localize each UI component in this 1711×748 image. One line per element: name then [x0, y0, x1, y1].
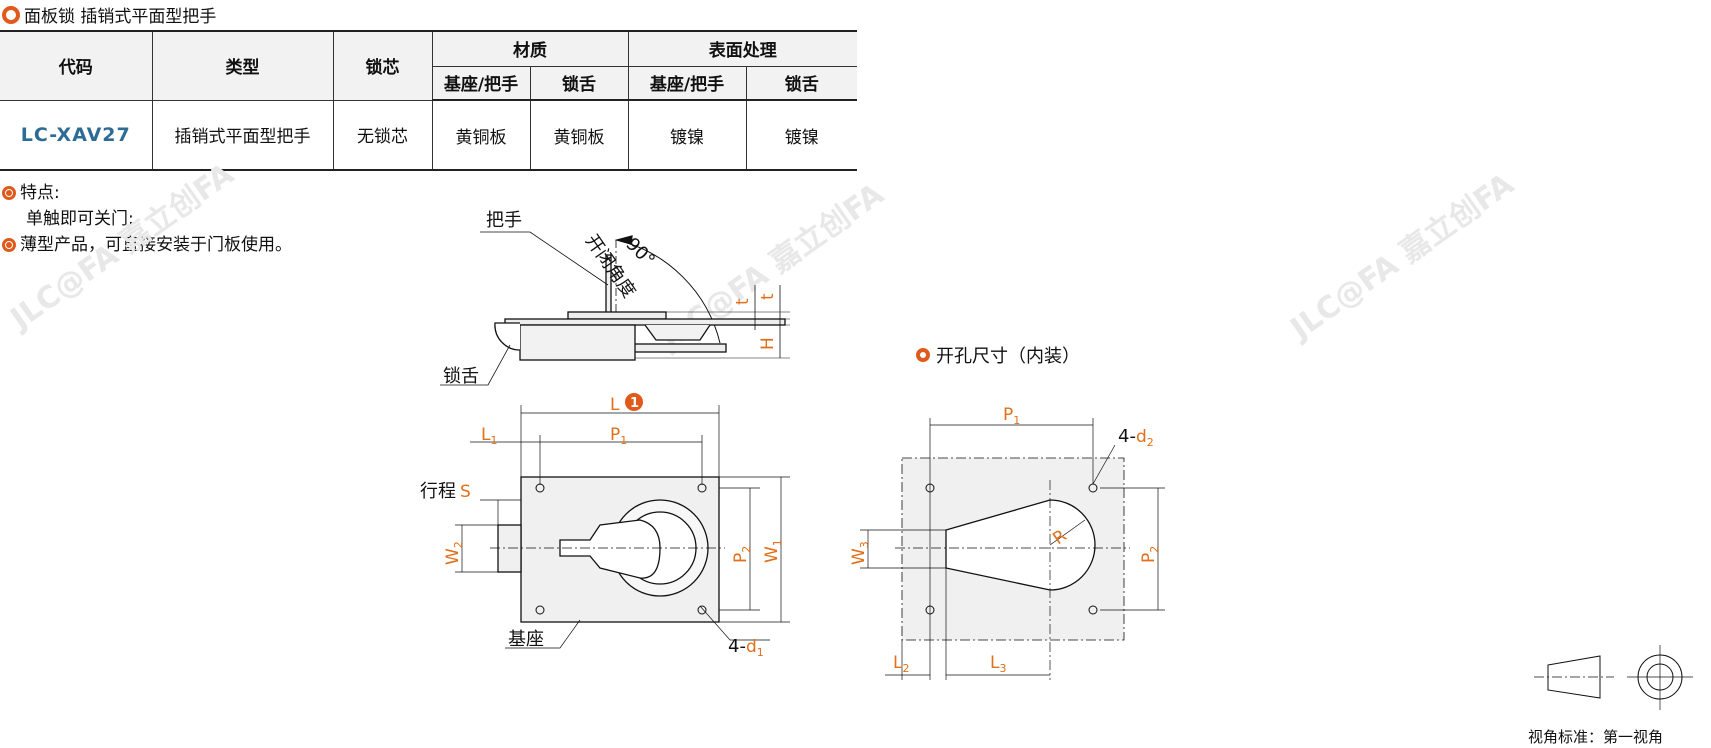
cut-P2-label: P2	[1139, 546, 1161, 563]
features: 特点: 单触即可关门; 薄型产品，可直接安装于门板使用。	[2, 180, 292, 258]
cutout-view: 开孔尺寸（内装） P1 4-d2 R W3 P2 L2 L3	[849, 346, 1165, 680]
L-label: L	[610, 395, 620, 415]
ring-bullet-icon	[916, 348, 930, 362]
S-label: S	[460, 482, 471, 502]
t1-label: t	[733, 298, 753, 305]
svg-text:JLC@FA 嘉立创FA: JLC@FA 嘉立创FA	[1283, 166, 1521, 347]
cutout-heading: 开孔尺寸（内装）	[936, 346, 1080, 367]
W3-label: W3	[849, 541, 871, 565]
ring-bullet-icon	[2, 6, 20, 24]
holes-d2-label: 4-d2	[1118, 426, 1154, 449]
dot-bullet-icon	[2, 238, 16, 252]
cell-material-tongue: 黄铜板	[529, 99, 629, 171]
note-number: 1	[630, 396, 639, 411]
W1-label: W1	[762, 539, 784, 563]
table-row: LC-XAV27 插销式平面型把手 无锁芯 黄铜板 黄铜板 镀镍 镀镍	[0, 99, 857, 171]
L2-label: L2	[893, 653, 909, 675]
dot-bullet-icon	[2, 186, 16, 200]
feature-line: 薄型产品，可直接安装于门板使用。	[20, 235, 292, 255]
cell-type: 插销式平面型把手	[151, 99, 334, 171]
L1-label: L1	[481, 425, 497, 447]
H-label: H	[758, 337, 778, 350]
projection-label: 视角标准：第一视角	[1528, 728, 1663, 746]
watermark: JLC@FA 嘉立创FA JLC@FA 嘉立创FA JLC@FA 嘉立创FA	[3, 156, 1521, 357]
title-text: 面板锁 插销式平面型把手	[24, 7, 217, 27]
P2-label: P2	[731, 546, 753, 563]
feature-line: 单触即可关门;	[26, 209, 134, 229]
cell-core: 无锁芯	[332, 99, 433, 171]
tongue-label: 锁舌	[443, 366, 479, 387]
stroke-label: 行程	[420, 481, 456, 502]
L3-label: L3	[990, 653, 1006, 675]
cell-material-base: 黄铜板	[431, 99, 531, 171]
cell-surface-tongue: 镀镍	[745, 99, 857, 171]
projection-symbol: 视角标准：第一视角	[1528, 645, 1693, 746]
header-surface-tongue: 锁舌	[745, 65, 857, 101]
base-label: 基座	[508, 629, 544, 650]
front-view: L 1 L1 P1 行程 S W2 P2 W1 4-d1 基座	[420, 393, 790, 659]
spec-table: 代码 类型 锁芯 材质 表面处理 基座/把手 锁舌 基座/把手 锁舌 LC-XA…	[0, 30, 857, 171]
side-view: 把手 90° 开闭角度 锁舌 t t H	[440, 210, 790, 387]
features-heading: 特点:	[20, 183, 60, 203]
W2-label: W2	[443, 541, 465, 565]
header-material: 材质	[431, 30, 629, 67]
svg-text:JLC@FA 嘉立创FA: JLC@FA 嘉立创FA	[3, 156, 241, 337]
handle-label: 把手	[486, 210, 522, 231]
header-surface: 表面处理	[627, 30, 857, 67]
header-core: 锁芯	[332, 30, 433, 101]
header-surface-base: 基座/把手	[627, 65, 747, 101]
P1-label: P1	[610, 425, 627, 447]
cell-surface-base: 镀镍	[627, 99, 747, 171]
header-type: 类型	[151, 30, 334, 101]
header-code: 代码	[0, 30, 153, 101]
header-material-base: 基座/把手	[432, 65, 531, 101]
note-1-icon	[625, 393, 643, 411]
holes-d1-label: 4-d1	[728, 636, 764, 659]
section-title: 面板锁 插销式平面型把手	[2, 2, 216, 27]
cut-P1-label: P1	[1003, 405, 1020, 427]
cell-code[interactable]: LC-XAV27	[0, 99, 153, 171]
t2-label: t	[758, 293, 778, 300]
